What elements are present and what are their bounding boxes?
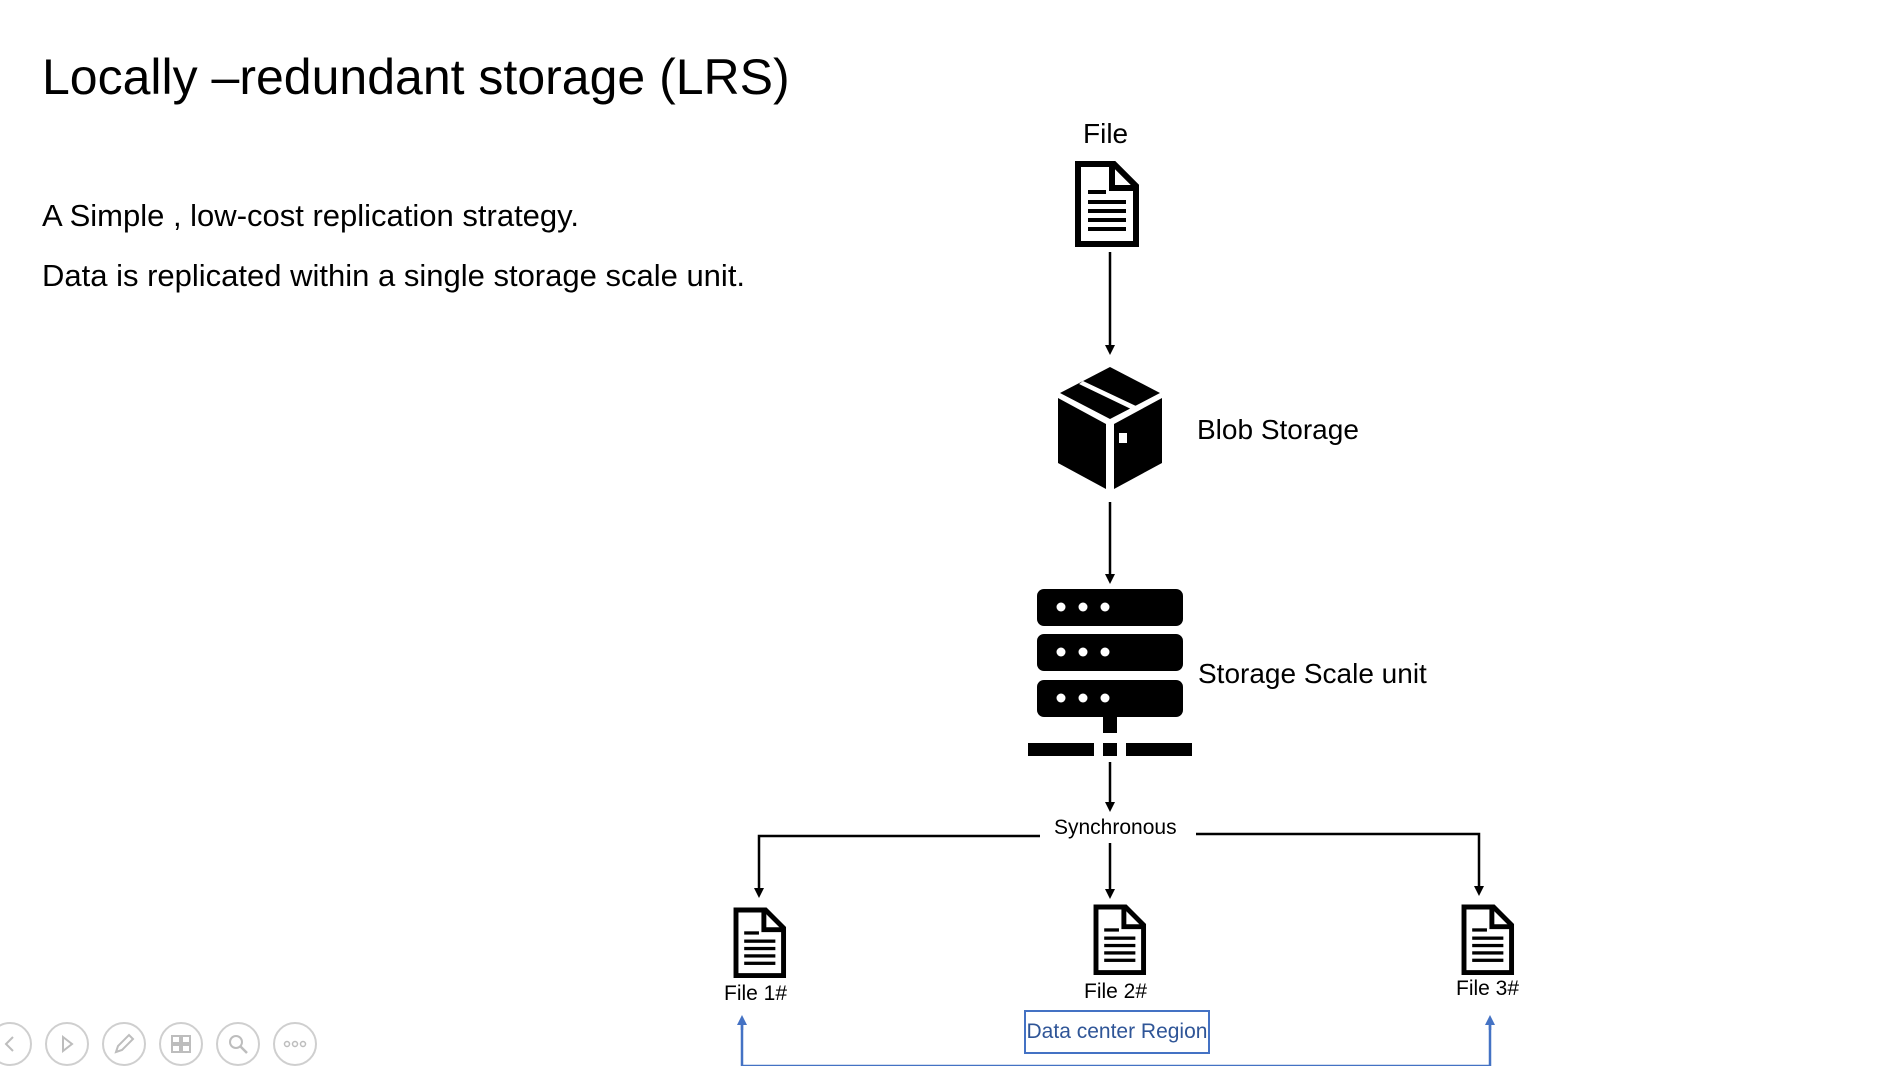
connector-to-file-3 [1196,832,1484,896]
slideshow-toolbar [0,1022,317,1072]
file-3-icon [1464,907,1512,973]
more-icon[interactable] [273,1022,317,1066]
file-1-label: File 1# [724,982,788,1005]
slide-title: Locally –redundant storage (LRS) [42,49,790,105]
file-icon [1078,164,1136,244]
zoom-icon[interactable] [216,1022,260,1066]
data-center-region-label: Data center Region [1024,1010,1210,1054]
pen-icon[interactable] [102,1022,146,1066]
connector-to-file-1 [754,834,1040,898]
file-3-label: File 3# [1456,977,1520,1000]
file-label: File [1083,118,1129,149]
region-bracket [740,1021,1492,1066]
next-icon[interactable] [45,1022,89,1066]
bullet-1: A Simple , low-cost replication strategy… [42,198,579,233]
storage-scale-unit-icon [1028,589,1192,756]
blob-storage-label: Blob Storage [1197,414,1359,445]
file-2-icon [1096,907,1144,973]
blob-storage-icon [1058,367,1162,489]
file-2-label: File 2# [1084,980,1148,1003]
bullet-2: Data is replicated within a single stora… [42,258,746,293]
previous-icon[interactable] [0,1022,32,1066]
slides-icon[interactable] [159,1022,203,1066]
synchronous-label: Synchronous [1054,816,1177,839]
storage-scale-unit-label: Storage Scale unit [1198,658,1427,689]
file-1-icon [736,910,784,976]
